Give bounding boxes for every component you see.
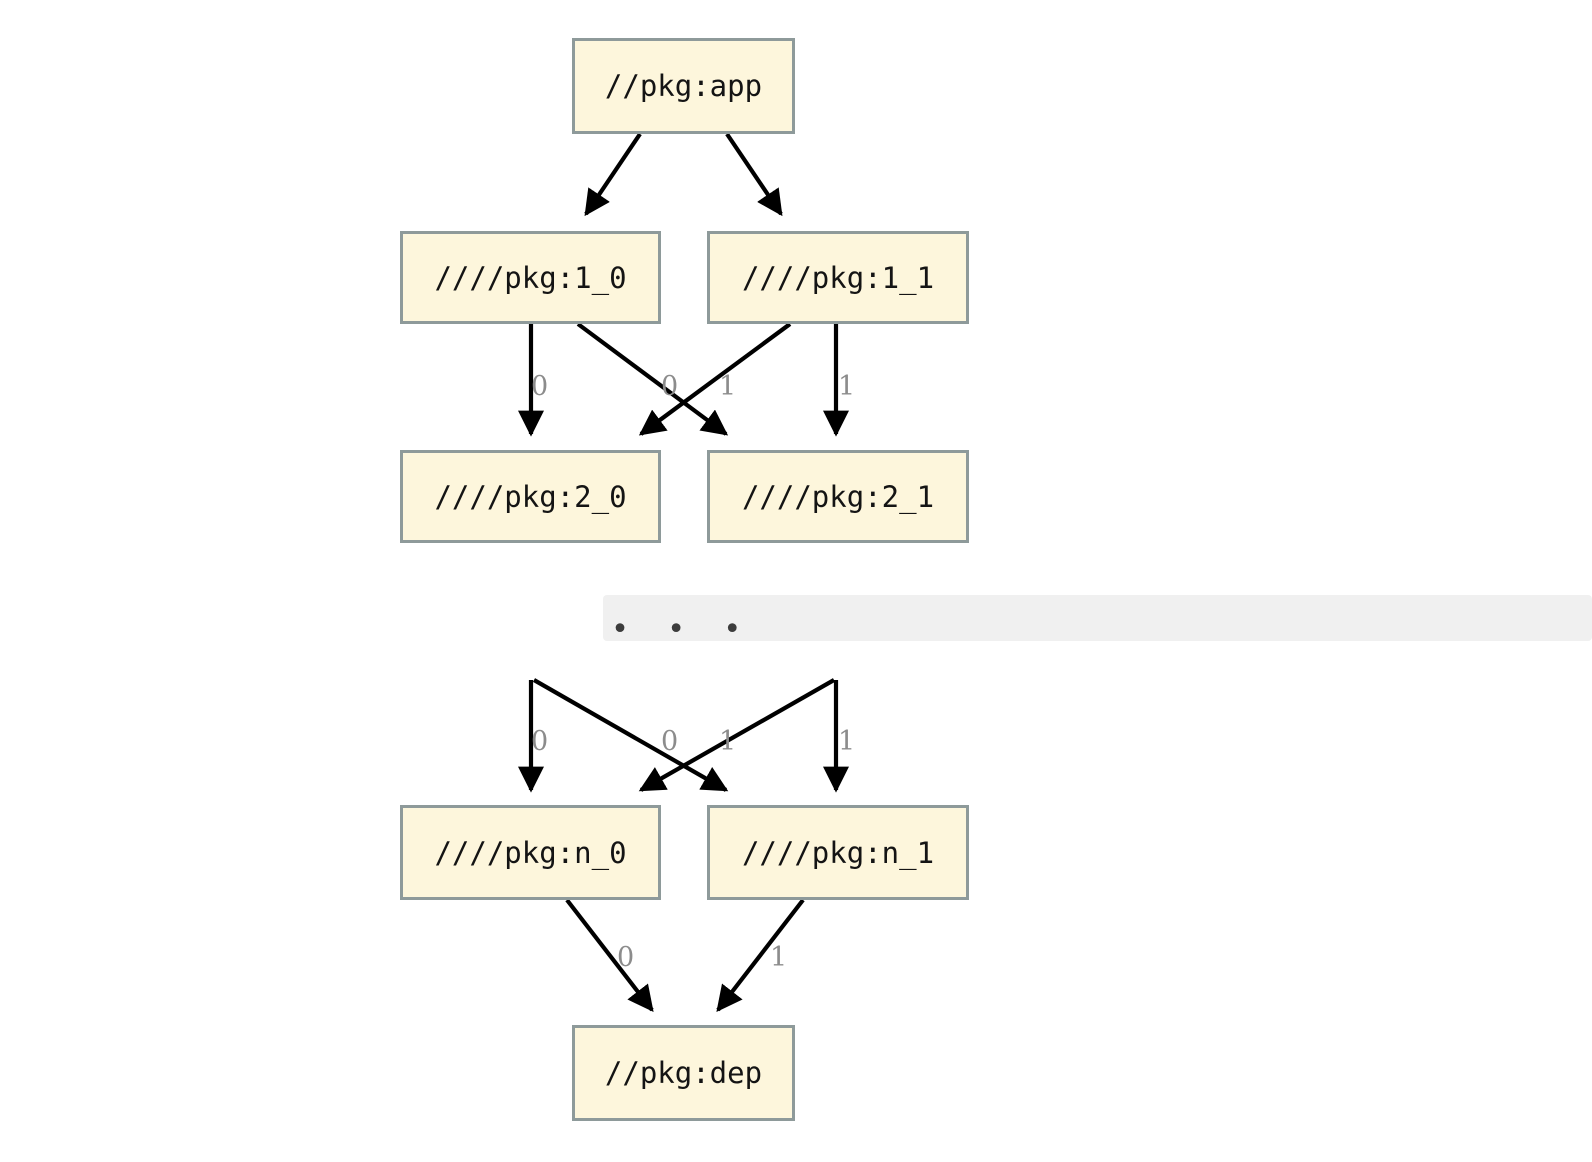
node-pkg-n_1[interactable]: ////pkg:n_1	[707, 805, 969, 900]
node-label-pkg-1_1: ////pkg:1_1	[741, 260, 935, 295]
node-pkg-n_0[interactable]: ////pkg:n_0	[400, 805, 661, 900]
edge-n_1-to-dep	[716, 898, 805, 1013]
edge-label-1_1-to-2_1: 1	[838, 371, 856, 402]
edge-label-hidden-to-n_0-diagonal: 1	[719, 726, 737, 757]
edge-label-n_1-to-dep: 1	[770, 942, 788, 973]
edge-1_1-to-2_0	[638, 322, 792, 436]
node-app[interactable]: //pkg:app	[572, 38, 795, 134]
edge-label-1_0-to-2_1: 0	[661, 371, 679, 402]
edge-n_0-to-dep	[565, 898, 654, 1013]
edge-label-1_0-to-2_0: 0	[531, 371, 549, 402]
node-dep[interactable]: //pkg:dep	[572, 1025, 795, 1121]
edge-label-1_1-to-2_0: 1	[719, 371, 737, 402]
edge-label-hidden-to-n_1-straight: 1	[838, 726, 856, 757]
node-label-pkg-1_0: ////pkg:1_0	[434, 260, 627, 295]
ellipsis-dots: • • •	[611, 612, 752, 647]
node-label-pkg-n_0: ////pkg:n_0	[434, 835, 627, 870]
edge-label-n_0-to-dep: 0	[617, 942, 635, 973]
node-label-dep: //pkg:dep	[604, 1056, 763, 1090]
edge-hidden-to-n_0-diagonal	[638, 678, 836, 792]
edge-label-hidden-to-n_1-diagonal: 0	[661, 726, 679, 757]
node-pkg-2_0[interactable]: ////pkg:2_0	[400, 450, 661, 543]
node-label-app: //pkg:app	[604, 69, 763, 103]
node-label-pkg-2_1: ////pkg:2_1	[741, 479, 935, 514]
edge-1_0-to-2_1	[576, 322, 729, 436]
node-pkg-1_1[interactable]: ////pkg:1_1	[707, 231, 969, 324]
node-label-pkg-2_0: ////pkg:2_0	[434, 479, 627, 514]
ellipsis-separator: • • •	[603, 595, 1592, 645]
edge-hidden-to-n_1-diagonal	[532, 678, 729, 792]
edge-label-hidden-to-n_0-straight: 0	[531, 726, 549, 757]
node-label-pkg-n_1: ////pkg:n_1	[741, 835, 935, 870]
edge-app-to-1_0	[584, 132, 642, 217]
node-pkg-1_0[interactable]: ////pkg:1_0	[400, 231, 661, 324]
node-pkg-2_1[interactable]: ////pkg:2_1	[707, 450, 969, 543]
edge-app-to-1_1	[725, 132, 783, 217]
